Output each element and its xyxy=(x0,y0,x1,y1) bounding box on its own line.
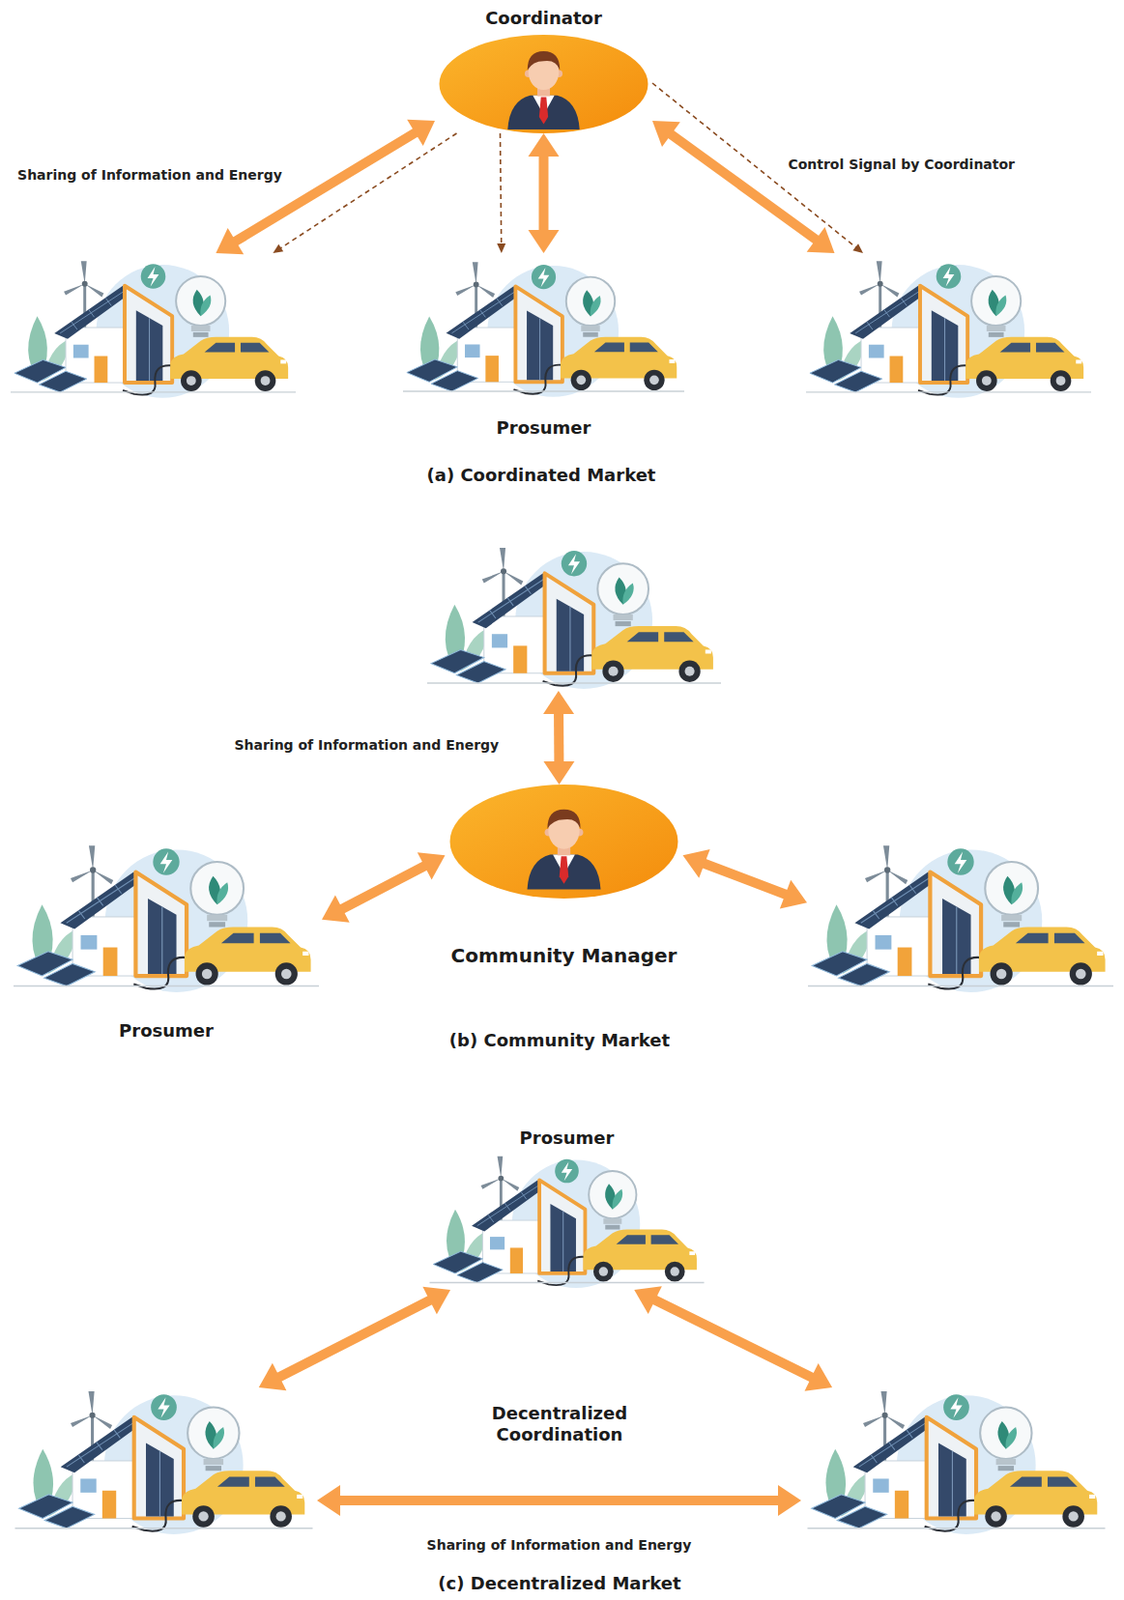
arrow-head xyxy=(528,133,560,157)
double-arrow xyxy=(652,120,836,254)
coordinator-person xyxy=(507,51,579,130)
arrow-head xyxy=(852,243,864,254)
double-arrow xyxy=(215,119,435,256)
caption: (b) Community Market xyxy=(449,1030,670,1052)
prosumer-house xyxy=(10,1387,318,1537)
arrow-shaft xyxy=(500,133,502,245)
prosumer-house xyxy=(10,253,296,404)
node-label: Prosumer xyxy=(118,1020,214,1042)
arrow-head xyxy=(317,1485,341,1517)
caption: (a) Coordinated Market xyxy=(427,464,657,487)
prosumer-house xyxy=(801,1387,1112,1537)
edge-label: Sharing of Information and Energy xyxy=(231,736,501,754)
node-label: Prosumer xyxy=(496,417,592,439)
manager-node: Community Manager xyxy=(445,784,684,967)
arrow-head xyxy=(422,1287,451,1316)
arrow-head xyxy=(778,1485,802,1517)
arrow-shaft xyxy=(668,133,818,242)
arrow-head xyxy=(496,243,506,254)
arrow-shaft xyxy=(553,712,564,765)
center-label: Decentralized Coordination xyxy=(458,1403,662,1446)
prosumer-house-picture xyxy=(807,1391,1106,1535)
double-arrow xyxy=(259,1287,451,1392)
prosumer-house xyxy=(806,253,1092,404)
double-arrow xyxy=(321,852,446,923)
double-arrow xyxy=(317,1485,802,1517)
prosumer-house: Prosumer xyxy=(10,841,322,1042)
arrow-shaft xyxy=(653,1299,814,1380)
prosumer-house xyxy=(806,841,1115,995)
arrow-shaft xyxy=(338,1496,781,1506)
arrow-head xyxy=(321,894,350,923)
edge-label: Sharing of Information and Energy xyxy=(15,166,285,184)
arrow-head xyxy=(406,119,435,146)
arrow-shaft xyxy=(539,154,549,233)
arrow-head xyxy=(259,1363,288,1392)
prosumer-house xyxy=(418,544,730,692)
arrow-head xyxy=(804,1363,833,1392)
coordinator-ellipse xyxy=(439,34,649,134)
arrow-head xyxy=(652,120,681,147)
arrow-head xyxy=(215,228,244,255)
arrow-shaft xyxy=(280,133,458,249)
prosumer-house-picture xyxy=(13,845,319,993)
manager-person xyxy=(527,809,602,891)
caption: (c) Decentralized Market xyxy=(437,1573,681,1595)
prosumer-house-picture xyxy=(807,845,1114,993)
arrow-shaft xyxy=(340,864,427,910)
arrow-shaft xyxy=(277,1299,433,1379)
dashed-arrow xyxy=(496,133,506,254)
arrow-head xyxy=(543,761,575,785)
dashed-arrow xyxy=(272,133,457,254)
arrow-head xyxy=(272,244,284,254)
arrow-head xyxy=(779,880,807,910)
prosumer-house-picture xyxy=(806,260,1092,399)
node-label: Prosumer xyxy=(519,1127,615,1150)
node-label: Coordinator xyxy=(485,7,603,29)
arrow-shaft xyxy=(702,863,788,896)
arrow-shaft xyxy=(233,131,418,243)
arrow-head xyxy=(543,691,575,715)
prosumer-house-picture xyxy=(10,260,296,399)
prosumer-house-picture xyxy=(403,261,685,398)
double-arrow xyxy=(528,133,560,254)
coordinator-node: Coordinator xyxy=(434,7,653,134)
prosumer-house: Prosumer xyxy=(413,1127,721,1291)
edge-label: Sharing of Information and Energy xyxy=(425,1536,694,1555)
arrow-head xyxy=(528,230,560,254)
prosumer-house-picture xyxy=(430,1156,705,1289)
prosumer-house-picture xyxy=(15,1391,314,1535)
edge-label: Control Signal by Coordinator xyxy=(785,155,1017,173)
manager-ellipse xyxy=(450,784,679,899)
double-arrow xyxy=(634,1286,833,1391)
double-arrow xyxy=(683,849,808,910)
arrow-head xyxy=(806,227,836,254)
prosumer-house: Prosumer xyxy=(403,253,685,439)
node-label: Community Manager xyxy=(451,945,678,967)
prosumer-house-picture xyxy=(427,547,721,690)
arrow-head xyxy=(634,1286,663,1315)
double-arrow xyxy=(543,691,575,785)
arrow-head xyxy=(417,852,446,880)
arrow-head xyxy=(683,849,711,879)
